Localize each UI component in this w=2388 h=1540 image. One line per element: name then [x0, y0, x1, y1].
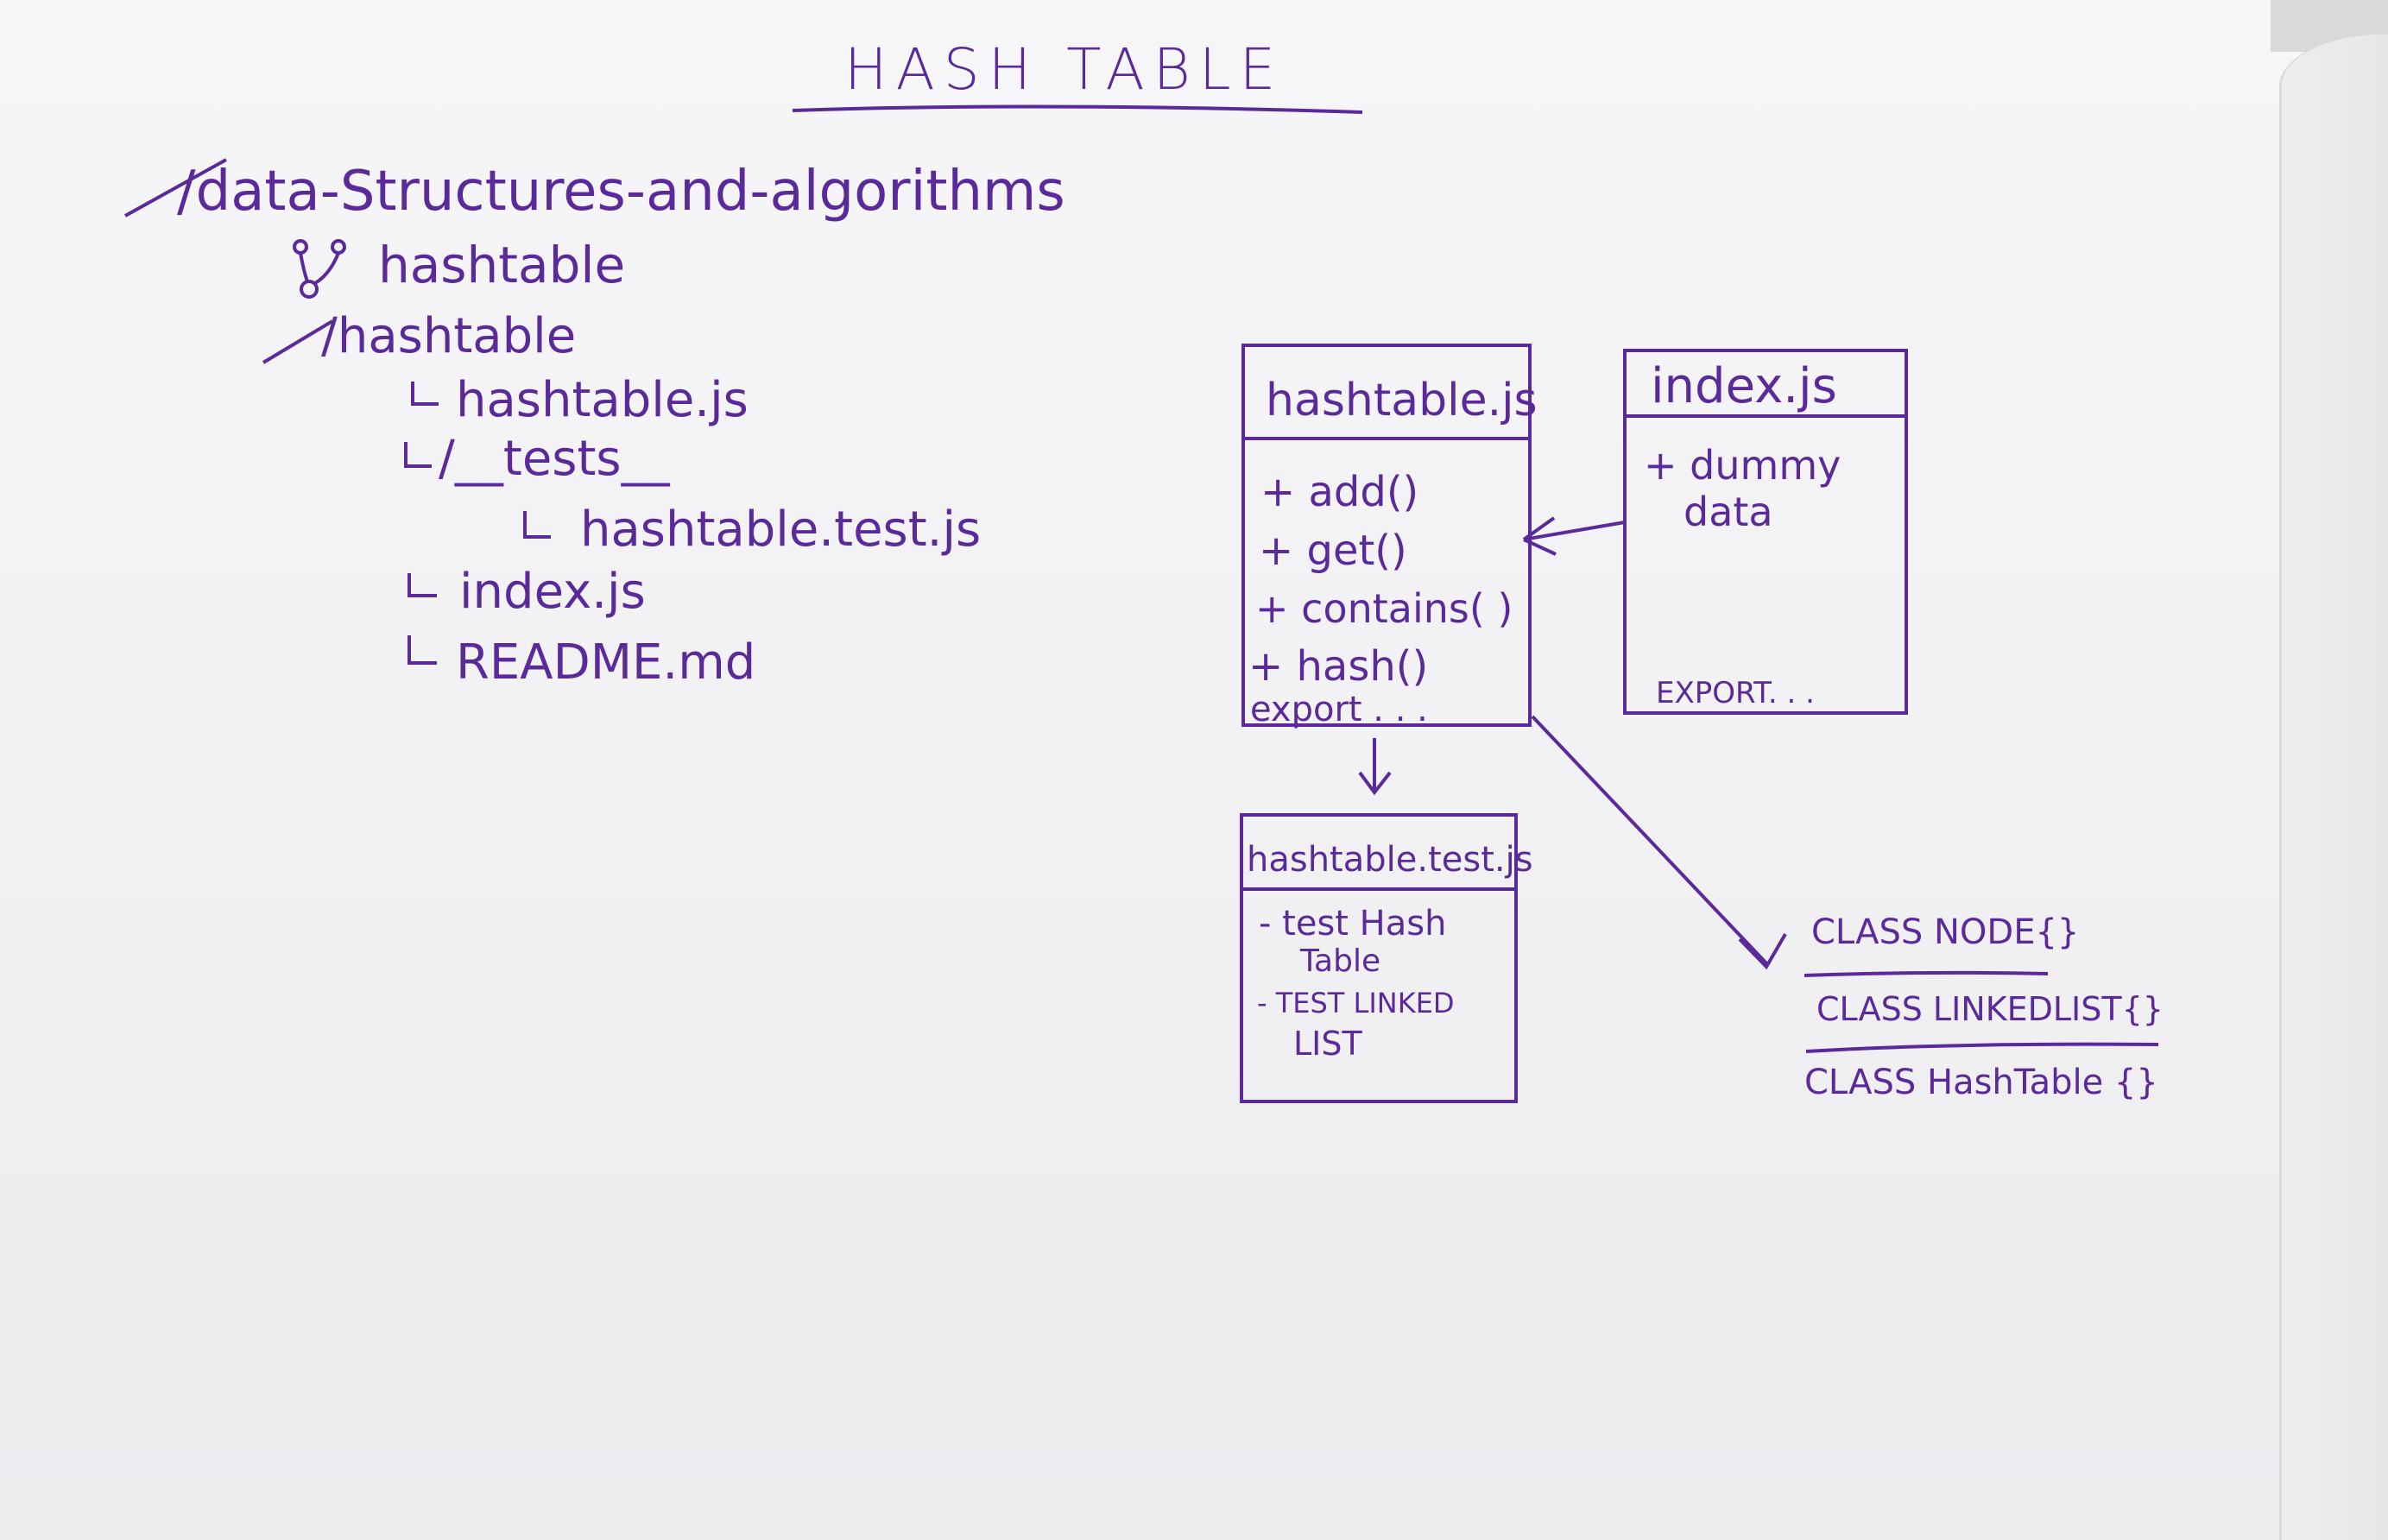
- hashtable-js-title: hashtable.js: [1266, 375, 1538, 426]
- branch-icon: [293, 239, 346, 299]
- index-js-body-line1: + dummy: [1644, 442, 1842, 489]
- tree-item-hashtable-js: hashtable.js: [456, 372, 749, 428]
- hook-hashtable-js: [411, 382, 439, 406]
- root-slash: [124, 158, 227, 218]
- hashtable-test-title: hashtable.test.js: [1247, 840, 1533, 880]
- arrow-index-to-hashtable: [1522, 516, 1626, 556]
- hashtable-js-box: [1241, 344, 1532, 727]
- test-item1-line1: - test Hash: [1259, 904, 1447, 944]
- folder-slash: [262, 319, 334, 364]
- hashtable-test-title-divider: [1243, 887, 1514, 891]
- arrow-hashtable-to-test: [1358, 738, 1392, 796]
- tree-item-test-file: hashtable.test.js: [580, 502, 982, 558]
- class-separator-1: [1804, 970, 2049, 977]
- test-item2-line1: - TEST LINKED: [1257, 987, 1455, 1019]
- class-node: CLASS NODE{}: [1811, 912, 2080, 952]
- title-underline: [792, 104, 1363, 114]
- index-js-footer: EXPORT. . .: [1656, 676, 1815, 710]
- arrow-hashtable-to-classes: [1531, 715, 1787, 970]
- tree-root: /data-Structures-and-algorithms: [177, 160, 1065, 224]
- tree-branch-label: hashtable: [378, 236, 626, 294]
- method-add: + add(): [1260, 468, 1419, 516]
- hook-index: [407, 573, 437, 597]
- hashtable-js-title-divider: [1245, 437, 1528, 440]
- tree-item-tests: /__tests__: [439, 431, 670, 487]
- hashtable-js-footer: export . . .: [1250, 690, 1428, 729]
- class-hashtable: CLASS HashTable {}: [1804, 1063, 2158, 1102]
- page-title: HASH TABLE: [844, 36, 1285, 103]
- hashtable-test-box: [1240, 813, 1518, 1103]
- tree-item-readme: README.md: [456, 634, 756, 691]
- tree-folder: /hashtable: [321, 308, 577, 364]
- page-curl-edge: [2279, 35, 2388, 1540]
- tree-hooks: [404, 382, 551, 665]
- method-contains: + contains( ): [1255, 585, 1513, 632]
- index-js-title-divider: [1627, 414, 1905, 418]
- class-separator-2: [1805, 1042, 2159, 1053]
- tree-item-index-js: index.js: [459, 564, 646, 620]
- test-item1-line2: Table: [1300, 944, 1381, 979]
- hook-readme: [407, 635, 437, 665]
- index-js-body-line2: data: [1684, 489, 1773, 535]
- hook-tests: [404, 442, 432, 468]
- test-item2-line2: LIST: [1293, 1025, 1362, 1063]
- method-hash: + hash(): [1248, 642, 1429, 691]
- index-js-title: index.js: [1651, 358, 1837, 414]
- method-get: + get(): [1259, 527, 1407, 575]
- class-linkedlist: CLASS LINKEDLIST{}: [1816, 990, 2164, 1028]
- hook-test-file: [523, 511, 551, 539]
- index-js-box: [1623, 349, 1908, 715]
